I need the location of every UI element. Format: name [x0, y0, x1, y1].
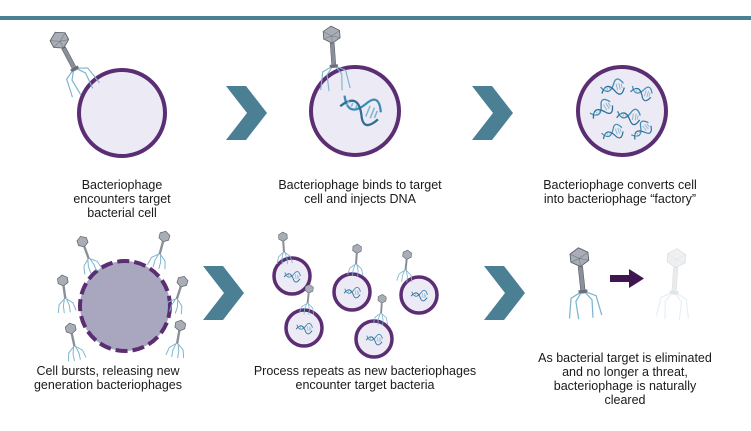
arrow-right-icon [610, 269, 644, 288]
bacterial-cell-icon [309, 65, 401, 157]
caption-line: cleared [604, 393, 646, 407]
step-factory [576, 65, 668, 157]
bacteriophage-icon [165, 318, 191, 360]
caption-line: As bacterial target is eliminated [538, 351, 712, 365]
faded-bacteriophage-icon [655, 246, 694, 322]
caption-line: Bacteriophage [81, 178, 163, 192]
caption-line: Process repeats as new bacteriophages [253, 364, 477, 378]
caption-factory: Bacteriophage converts cell into bacteri… [530, 178, 710, 206]
caption-line: cell and injects DNA [304, 192, 416, 206]
caption-line: and no longer a threat, [562, 365, 688, 379]
caption-line: encounters target [73, 192, 171, 206]
caption-encounter: Bacteriophage encounters target bacteria… [52, 178, 192, 220]
caption-line: bacterial cell [87, 206, 157, 220]
caption-line: bacteriophage is naturally [553, 379, 697, 393]
bacterial-cell-icon [77, 68, 167, 158]
bacterial-cell-icon [576, 65, 668, 157]
bacteriophage-icon [71, 232, 103, 276]
caption-line: encounter target bacteria [295, 378, 435, 392]
step-burst [52, 228, 194, 363]
bacteriophage-icon [60, 320, 87, 363]
caption-repeat: Process repeats as new bacteriophages en… [250, 364, 480, 392]
bursting-cell-icon [78, 259, 172, 353]
bacteriophage-icon [347, 243, 366, 278]
caption-cleared: As bacterial target is eliminated and no… [525, 351, 725, 407]
step-inject [309, 24, 401, 157]
caption-line: Bacteriophage binds to target [278, 178, 442, 192]
caption-inject: Bacteriophage binds to target cell and i… [270, 178, 450, 206]
bacteriophage-icon [561, 245, 603, 321]
caption-line: into bacteriophage “factory” [543, 192, 697, 206]
step-cleared [561, 245, 694, 322]
step-encounter [41, 24, 167, 158]
caption-line: Bacteriophage converts cell [543, 178, 697, 192]
chevron-right-icon [203, 266, 244, 320]
chevron-right-icon [226, 86, 267, 140]
top-bar [0, 16, 751, 20]
bacteriophage-icon [52, 273, 77, 315]
caption-line: generation bacteriophages [33, 378, 183, 392]
bacteriophage-icon [146, 228, 176, 271]
caption-burst: Cell bursts, releasing new generation ba… [28, 364, 188, 392]
chevron-right-icon [484, 266, 525, 320]
step-repeat [272, 231, 439, 359]
caption-line: Cell bursts, releasing new [36, 364, 180, 378]
chevron-right-icon [472, 86, 513, 140]
